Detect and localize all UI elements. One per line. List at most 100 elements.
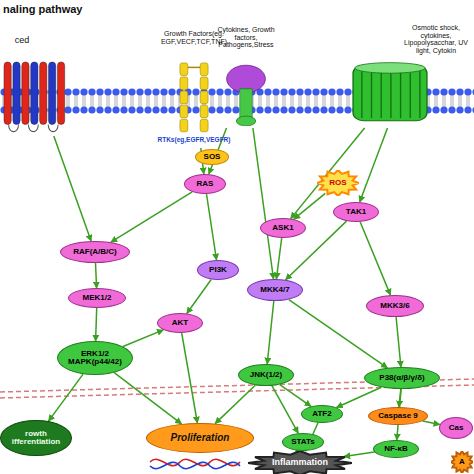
protein-oval: ATF2 [301,405,343,423]
node-label: ATF2 [312,410,331,418]
connector [267,301,274,364]
connector [344,452,374,457]
connector [396,317,401,367]
protein-oval: RAF(A/B/C) [60,241,130,263]
burst-outline [451,451,473,473]
connector [96,308,97,341]
connector-line [276,238,281,279]
node-label: MEK1/2 [83,294,112,302]
node-label: A [459,458,465,466]
node-label: SOS [204,153,221,161]
receptor-label: Cytokines, Growth factors, Pathogens,Str… [214,26,278,49]
connector-line [344,452,374,457]
connector-line [207,194,217,260]
node-label: ASK1 [272,224,293,232]
connector-line [215,385,255,423]
burst-outline [248,451,352,474]
connector-line [294,193,326,219]
protein-oval: P38(α/β/γ/δ) [364,367,440,389]
burst-shape: ROS [317,170,359,196]
connector-line [396,317,401,367]
node-label: Cas [449,424,464,432]
protein-oval: JNK(1/2) [238,364,294,386]
connector-line [337,387,382,407]
receptor: ced [0,36,72,136]
node-label: MKK4/7 [260,286,289,294]
protein-oval: ERK1/2 MAPK(p44/42) [57,341,133,375]
protein-oval: MKK4/7 [247,279,303,301]
connector [111,192,192,242]
node-label: MKK3/6 [380,302,409,310]
connector [423,421,440,425]
connector-line [360,222,390,295]
connector [360,222,390,295]
connector [207,194,217,260]
node-label: NF-κB [384,445,408,453]
protein-oval: NF-κB [373,440,419,458]
protein-oval: MKK3/6 [366,295,424,317]
connector [276,238,281,279]
connector-line [96,308,97,341]
protein-oval: Proliferation [146,423,254,453]
connector [294,193,326,219]
connector [337,387,382,407]
connector-line [96,263,97,288]
connector-line [123,330,163,347]
connector-line [360,128,388,202]
connector-line [54,136,91,241]
burst-outline [317,170,359,196]
receptor-label: Osmotic shock, cytokines, Lipopolysaccha… [398,24,474,55]
burst-shape: A [451,451,473,473]
connector [49,374,84,421]
connector [360,128,388,202]
connector-line [253,128,274,279]
receptor-shape [172,60,216,134]
node-label: STATs [291,438,315,446]
receptor-shape [224,64,268,126]
protein-oval: PI3K [197,260,239,280]
node-label: Caspase 9 [378,412,418,420]
protein-oval: AKT [157,313,203,333]
connector [114,373,181,424]
receptor-label: RTKs(eg,EGFR,VEGFR) [150,136,238,143]
connector-line [280,385,311,407]
connector-line [111,192,192,242]
connector-line [182,333,198,423]
node-label: JNK(1/2) [250,371,282,379]
receptor-label: ced [2,36,42,46]
connector-line [272,386,298,434]
node-label: RAS [197,180,214,188]
connector [253,128,274,279]
connector-line [423,421,440,425]
protein-oval: TAK1 [333,202,379,222]
node-label: PI3K [209,266,227,274]
protein-oval: rowth ifferentiation [0,420,72,456]
connector [272,386,298,434]
connector-line [187,280,211,314]
connector-line [49,374,84,421]
protein-oval: Caspase 9 [368,407,428,425]
connector [187,280,211,314]
node-label: P38(α/β/γ/δ) [379,374,424,382]
connector-line [114,373,181,424]
receptor: Cytokines, Growth factors, Pathogens,Str… [214,26,278,128]
connector [182,333,198,423]
burst-shape: Inflammation [248,451,352,474]
node-label: AKT [172,319,188,327]
node-label: ROS [329,179,346,187]
title-text: naling pathway [3,3,82,15]
node-label: ERK1/2 MAPK(p44/42) [58,350,132,367]
receptor: Osmotic shock, cytokines, Lipopolysaccha… [340,24,474,128]
dna-strand [150,462,240,468]
receptor-shape [2,54,68,134]
node-label: rowth ifferentiation [1,430,71,447]
connector [54,136,91,241]
connector [123,330,163,347]
node-label: Inflammation [272,458,328,467]
receptor-shape [346,60,434,126]
protein-oval: Cas [439,417,473,439]
connector [215,385,255,423]
connector [96,263,97,288]
